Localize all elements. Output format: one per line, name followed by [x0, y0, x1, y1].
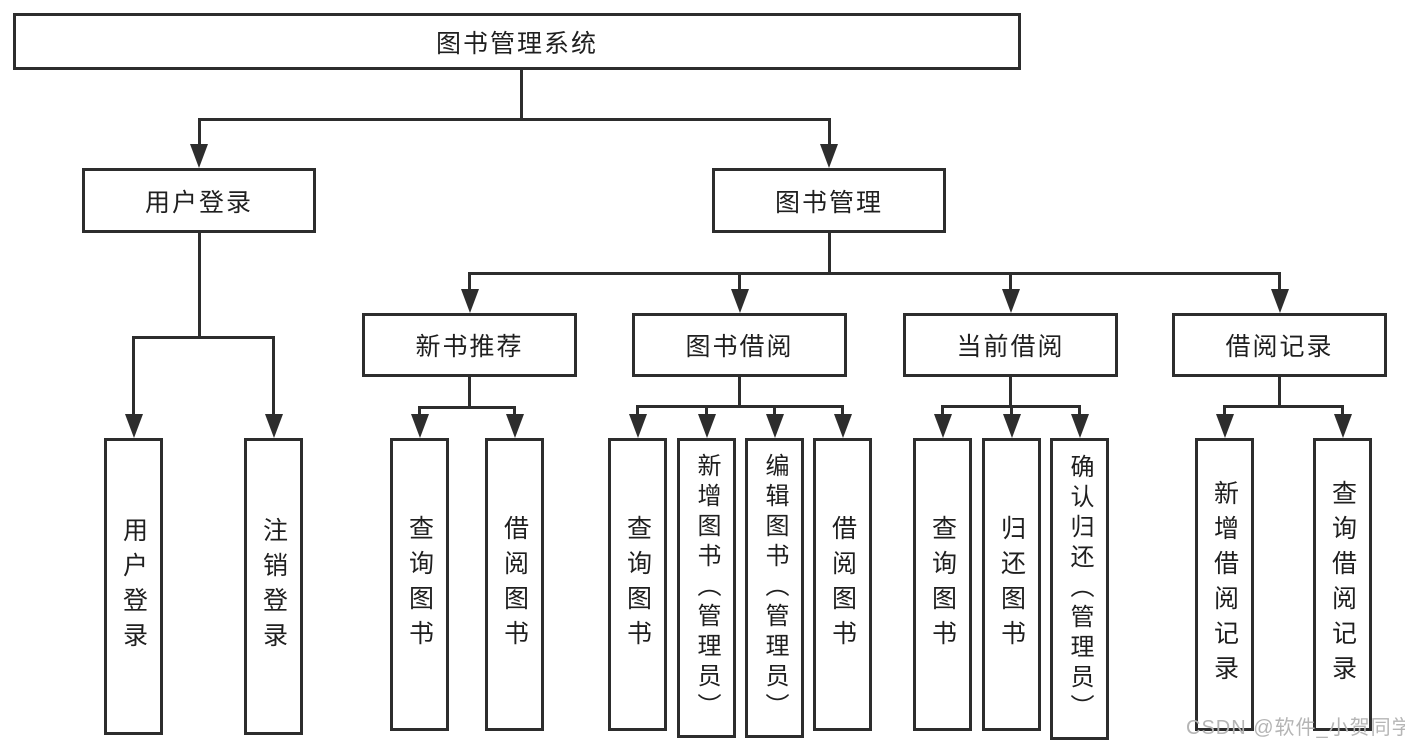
leaf-add-borrow-record-label: 新增借阅记录 [1210, 479, 1239, 690]
leaf-recommend-query-book: 查询图书 [390, 438, 449, 731]
connector-arrow-stem [1278, 272, 1281, 294]
arrow-down-icon [1002, 289, 1020, 313]
leaf-user-login-label: 用户登录 [119, 516, 148, 657]
node-book-borrow-label: 图书借阅 [685, 333, 794, 361]
connector-user-login-rail [132, 336, 275, 339]
node-new-book-recommend: 新书推荐 [362, 313, 577, 377]
leaf-borrow-book-label: 借阅图书 [828, 514, 857, 655]
leaf-query-borrow-record: 查询借阅记录 [1313, 438, 1372, 731]
arrow-down-icon [1334, 414, 1352, 438]
leaf-logout: 注销登录 [244, 438, 303, 735]
arrow-down-icon [265, 414, 283, 438]
connector-arrow-stem [1010, 405, 1013, 418]
node-borrow-records: 借阅记录 [1172, 313, 1387, 377]
leaf-borrow-query-book: 查询图书 [608, 438, 667, 731]
leaf-confirm-return-admin-label: 确认归还（管理员） [1066, 454, 1093, 724]
leaf-recommend-query-book-label: 查询图书 [405, 514, 434, 655]
leaf-borrow-query-book-label: 查询图书 [623, 514, 652, 655]
leaf-user-login: 用户登录 [104, 438, 163, 735]
arrow-down-icon [934, 414, 952, 438]
node-root-label: 图书管理系统 [435, 29, 598, 58]
node-book-management-label: 图书管理 [774, 188, 883, 217]
connector-book-mgmt-rail [468, 272, 1281, 275]
leaf-logout-label: 注销登录 [259, 516, 288, 657]
node-current-borrow: 当前借阅 [903, 313, 1118, 377]
connector-new-book-stem [468, 377, 471, 409]
node-book-management: 图书管理 [712, 168, 946, 233]
leaf-current-query-book: 查询图书 [913, 438, 972, 731]
arrow-down-icon [629, 414, 647, 438]
connector-borrow-records-stem [1278, 377, 1281, 408]
arrow-down-icon [190, 144, 208, 168]
connector-arrow-stem [272, 336, 275, 418]
leaf-return-book-label: 归还图书 [997, 514, 1026, 655]
arrow-down-icon [506, 414, 524, 438]
connector-arrow-stem [773, 405, 776, 418]
leaf-add-book-admin: 新增图书（管理员） [677, 438, 736, 738]
connector-arrow-stem [1223, 405, 1226, 418]
connector-arrow-stem [1078, 405, 1081, 418]
leaf-recommend-borrow-book-label: 借阅图书 [500, 514, 529, 655]
connector-arrow-stem [841, 405, 844, 418]
arrow-down-icon [698, 414, 716, 438]
connector-book-borrow-rail [636, 405, 844, 408]
node-current-borrow-label: 当前借阅 [956, 333, 1065, 361]
arrow-down-icon [125, 414, 143, 438]
leaf-current-query-book-label: 查询图书 [928, 514, 957, 655]
connector-arrow-stem [468, 272, 471, 294]
node-borrow-records-label: 借阅记录 [1225, 333, 1334, 361]
arrow-down-icon [834, 414, 852, 438]
leaf-edit-book-admin: 编辑图书（管理员） [745, 438, 804, 738]
connector-arrow-stem [941, 405, 944, 418]
connector-arrow-stem [418, 406, 421, 418]
connector-arrow-stem [513, 406, 516, 418]
connector-arrow-stem [1009, 272, 1012, 294]
leaf-edit-book-admin-label: 编辑图书（管理员） [761, 453, 788, 723]
node-user-login: 用户登录 [82, 168, 316, 233]
csdn-watermark: CSDN @软件_小贺同学 [1186, 717, 1405, 739]
leaf-add-borrow-record: 新增借阅记录 [1195, 438, 1254, 731]
arrow-down-icon [820, 144, 838, 168]
connector-arrow-stem [738, 272, 741, 294]
connector-borrow-records-rail [1223, 405, 1344, 408]
connector-root-stem [520, 68, 523, 121]
connector-root-rail [198, 118, 831, 121]
node-book-borrow: 图书借阅 [632, 313, 847, 377]
leaf-query-borrow-record-label: 查询借阅记录 [1328, 479, 1357, 690]
leaf-confirm-return-admin: 确认归还（管理员） [1050, 438, 1109, 740]
connector-current-borrow-stem [1009, 377, 1012, 408]
connector-arrow-stem [132, 336, 135, 418]
arrow-down-icon [1216, 414, 1234, 438]
arrow-down-icon [461, 289, 479, 313]
node-user-login-label: 用户登录 [144, 188, 253, 217]
connector-book-mgmt-stem [828, 233, 831, 275]
connector-book-borrow-stem [738, 377, 741, 408]
node-new-book-recommend-label: 新书推荐 [415, 333, 524, 361]
arrow-down-icon [1003, 414, 1021, 438]
connector-arrow-stem [705, 405, 708, 418]
connector-arrow-stem [828, 118, 831, 150]
connector-user-login-stem [198, 233, 201, 339]
arrow-down-icon [731, 289, 749, 313]
arrow-down-icon [1271, 289, 1289, 313]
leaf-recommend-borrow-book: 借阅图书 [485, 438, 544, 731]
connector-arrow-stem [1341, 405, 1344, 418]
arrow-down-icon [1071, 414, 1089, 438]
leaf-add-book-admin-label: 新增图书（管理员） [693, 453, 720, 723]
node-root: 图书管理系统 [13, 13, 1021, 70]
connector-new-book-rail [418, 406, 516, 409]
connector-arrow-stem [636, 405, 639, 418]
leaf-borrow-book: 借阅图书 [813, 438, 872, 731]
leaf-return-book: 归还图书 [982, 438, 1041, 731]
arrow-down-icon [766, 414, 784, 438]
arrow-down-icon [411, 414, 429, 438]
connector-arrow-stem [198, 118, 201, 150]
